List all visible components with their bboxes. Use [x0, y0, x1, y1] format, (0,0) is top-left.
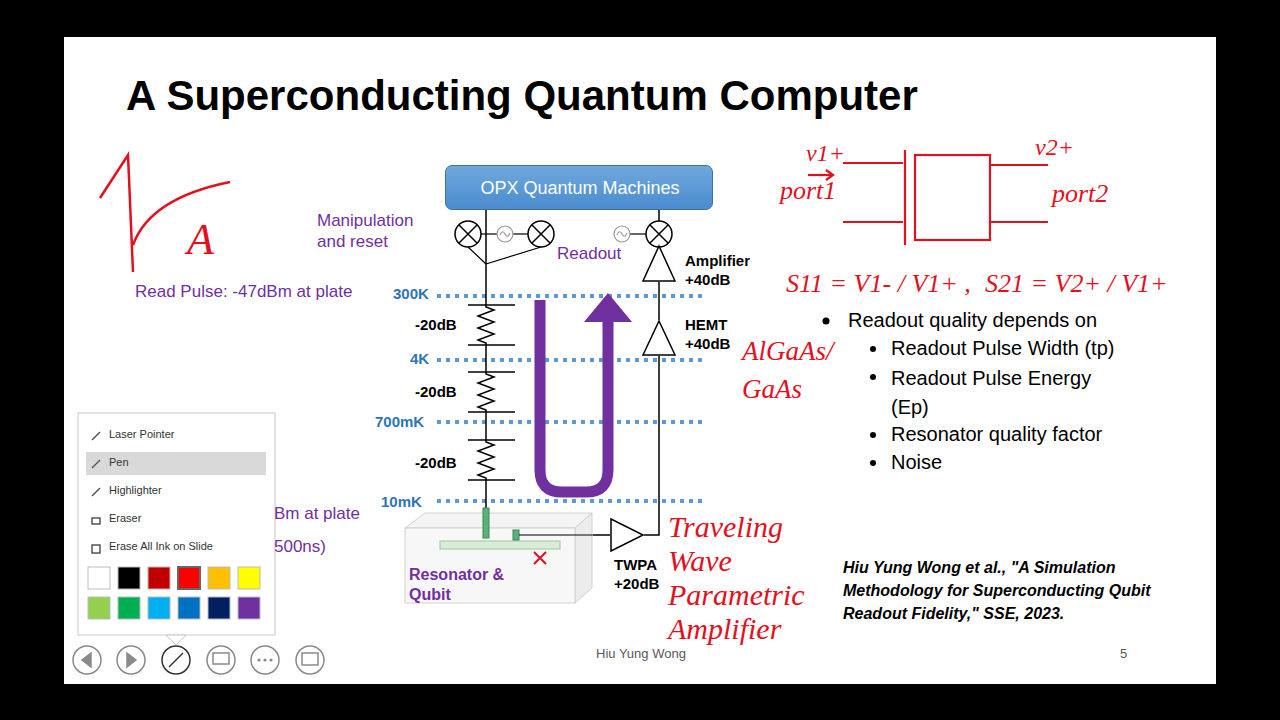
signal-wire [478, 210, 494, 508]
signal-path-arrow [540, 300, 608, 492]
footer-author: Hiu Yung Wong [596, 646, 686, 662]
node-label: HEMT +40dB [685, 316, 730, 354]
attenuation-label: -20dB [415, 383, 457, 402]
bullet-text: Noise [891, 450, 942, 475]
node-label: OPX Quantum Machines [446, 166, 714, 211]
triangle-outline [643, 246, 675, 281]
node-label: TWPA +20dB [614, 556, 659, 594]
pen-popup [78, 413, 275, 645]
pulse-note: 500ns) [274, 536, 326, 557]
slide-title: A Superconducting Quantum Computer [126, 70, 918, 123]
arrow-head [584, 293, 632, 322]
bullet-text: Resonator quality factor [891, 422, 1102, 447]
hemt-amplifier-symbol: HEMT +40dB [642, 320, 676, 356]
oscillator-symbol [497, 226, 630, 242]
temperature-label: 700mK [375, 413, 424, 432]
amplifier-triangle [610, 518, 644, 552]
ink-note: port1 [780, 175, 836, 208]
menu-item: Laser Pointer [109, 428, 174, 442]
triangle-outline [611, 519, 643, 551]
page-number: 5 [1120, 646, 1127, 662]
ink-note: v2+ [1035, 132, 1074, 162]
ink-note: S11 = V1- / V1+ , [786, 268, 971, 301]
pulse-note: Read Pulse: -47dBm at plate [135, 281, 352, 302]
ink-note: A [187, 212, 214, 267]
bullet-text: Readout quality depends on [848, 308, 1097, 333]
node-label: Amplifier +40dB [685, 252, 750, 290]
attenuation-label: -20dB [415, 454, 457, 473]
menu-item: Pen [109, 456, 129, 470]
triangle-outline [643, 321, 675, 355]
bullet-text: Readout Pulse Width (tp) [891, 336, 1114, 361]
citation: Hiu Yung Wong et al., "A Simulation Meth… [843, 556, 1188, 625]
amplifier-triangle [642, 320, 676, 356]
node-label: Resonator & Qubit [409, 565, 514, 605]
attenuator-bar [468, 305, 515, 480]
toolbar-button [73, 646, 324, 674]
ink-note: AlGaAs/ GaAs [742, 332, 852, 408]
menu-item: Highlighter [109, 484, 162, 498]
signal-wire [592, 534, 610, 536]
amplifier-symbol: Amplifier +40dB [642, 245, 676, 282]
amplifier-triangle [642, 245, 676, 282]
menu-item: Erase All Ink on Slide [109, 540, 213, 554]
twpa-amplifier-symbol: TWPA +20dB [610, 518, 644, 552]
ink-note: v1+ [806, 138, 845, 168]
ink-note: Traveling Wave Parametric Amplifier [668, 510, 853, 646]
menu-item: Eraser [109, 512, 141, 526]
bullet-text: Readout Pulse Energy (Ep) [891, 364, 1121, 422]
ink-note: S21 = V2+ / V1+ [985, 268, 1168, 301]
pulse-note: Bm at plate [274, 503, 360, 524]
port-label: Readout [557, 243, 621, 264]
controller-box: OPX Quantum Machines [445, 165, 713, 210]
resonator-qubit-box: Resonator & Qubit [400, 508, 592, 606]
mixer-symbol [455, 221, 672, 247]
ink-sketch [100, 155, 230, 272]
ink-note: port2 [1052, 178, 1108, 211]
temperature-label: 10mK [381, 493, 422, 512]
attenuation-label: -20dB [415, 316, 457, 335]
temperature-label: 300K [393, 285, 429, 304]
ink-mark [534, 552, 546, 564]
signal-wire [644, 356, 659, 535]
port-label: Manipulation and reset [317, 210, 442, 253]
signal-wire [658, 282, 660, 320]
temperature-label: 4K [410, 350, 429, 369]
temperature-plate [437, 296, 705, 501]
